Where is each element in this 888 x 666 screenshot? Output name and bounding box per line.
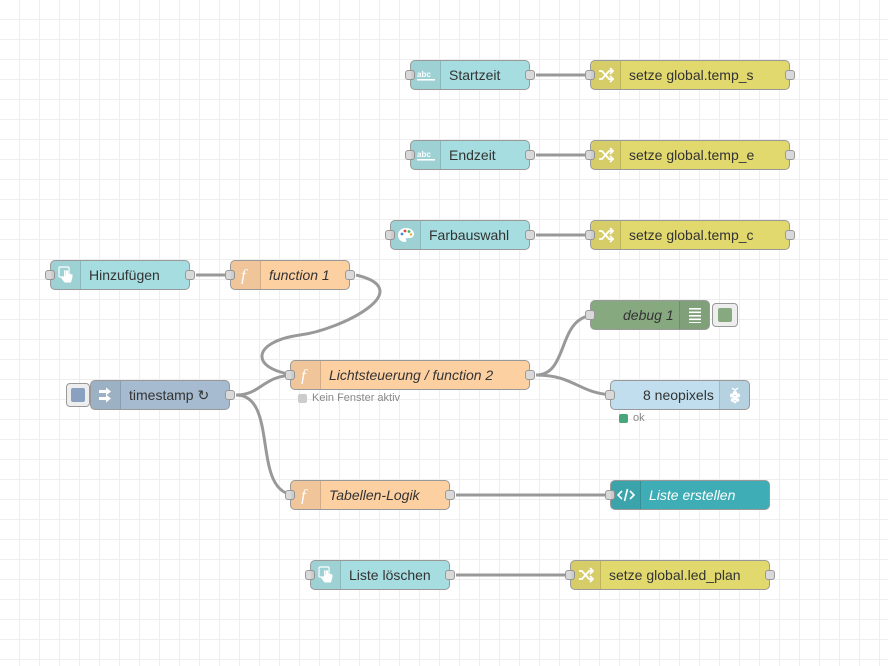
svg-text:abc: abc <box>417 70 431 79</box>
output-port[interactable] <box>765 570 775 580</box>
palette-icon <box>391 221 421 249</box>
abc-text-icon: abc <box>411 61 441 89</box>
raspberry-icon <box>719 381 749 409</box>
output-port[interactable] <box>525 70 535 80</box>
list-icon <box>679 301 709 329</box>
wire-function1-to-lichtsteuerung[interactable] <box>260 273 382 377</box>
output-port[interactable] <box>185 270 195 280</box>
output-port[interactable] <box>445 490 455 500</box>
arrow-right-icon <box>91 381 121 409</box>
node-label: setze global.temp_s <box>629 67 754 83</box>
function-icon: f <box>291 481 321 509</box>
input-port[interactable] <box>305 570 315 580</box>
node-lichtsteuerung[interactable]: f Lichtsteuerung / function 2 <box>285 360 535 390</box>
output-port[interactable] <box>525 150 535 160</box>
hand-pointer-icon <box>51 261 81 289</box>
input-port[interactable] <box>45 270 55 280</box>
output-port[interactable] <box>525 370 535 380</box>
inject-button[interactable] <box>66 383 90 407</box>
node-setze-led-plan[interactable]: setze global.led_plan <box>565 560 775 590</box>
output-port[interactable] <box>525 230 535 240</box>
node-tabellen-logik[interactable]: f Tabellen-Logik <box>285 480 455 510</box>
node-label: Liste löschen <box>349 567 431 583</box>
code-icon <box>611 481 641 509</box>
node-label: Lichtsteuerung / function 2 <box>329 367 494 383</box>
shuffle-icon <box>591 61 621 89</box>
node-setze-temp-e[interactable]: setze global.temp_e <box>585 140 795 170</box>
debug-toggle-button[interactable] <box>712 303 738 327</box>
node-setze-temp-c[interactable]: setze global.temp_c <box>585 220 795 250</box>
input-port[interactable] <box>285 370 295 380</box>
wire-timestamp-to-tabellen[interactable] <box>235 393 297 497</box>
output-port[interactable] <box>785 230 795 240</box>
status-text: ok <box>633 412 645 424</box>
input-port[interactable] <box>385 230 395 240</box>
output-port[interactable] <box>785 70 795 80</box>
node-status-lichtsteuerung: Kein Fenster aktiv <box>298 392 400 404</box>
node-label: Hinzufügen <box>89 267 160 283</box>
output-port[interactable] <box>785 150 795 160</box>
status-dot <box>298 393 307 403</box>
node-debug1[interactable]: debug 1 <box>585 300 710 330</box>
output-port[interactable] <box>345 270 355 280</box>
node-startzeit[interactable]: abc Startzeit <box>405 60 535 90</box>
node-label: Startzeit <box>449 67 501 83</box>
input-port[interactable] <box>225 270 235 280</box>
wire-lichtsteuerung-to-neopixels[interactable] <box>535 373 617 397</box>
node-farbauswahl[interactable]: Farbauswahl <box>385 220 535 250</box>
node-endzeit[interactable]: abc Endzeit <box>405 140 535 170</box>
node-liste-loeschen[interactable]: Liste löschen <box>305 560 455 590</box>
input-port[interactable] <box>585 70 595 80</box>
abc-text-icon: abc <box>411 141 441 169</box>
debug-toggle-indicator <box>718 308 732 322</box>
input-port[interactable] <box>605 390 615 400</box>
node-neopixels[interactable]: 8 neopixels <box>605 380 750 410</box>
output-port[interactable] <box>445 570 455 580</box>
node-label: 8 neopixels <box>643 387 714 403</box>
node-hinzufuegen[interactable]: Hinzufügen <box>45 260 195 290</box>
svg-text:f: f <box>301 366 308 384</box>
svg-text:f: f <box>301 486 308 504</box>
status-dot <box>619 413 628 423</box>
node-label: setze global.temp_c <box>629 227 754 243</box>
shuffle-icon <box>571 561 601 589</box>
node-function1[interactable]: f function 1 <box>225 260 355 290</box>
function-icon: f <box>231 261 261 289</box>
wire-lichtsteuerung-to-debug1[interactable] <box>535 313 597 377</box>
node-label: setze global.led_plan <box>609 567 741 583</box>
input-port[interactable] <box>405 70 415 80</box>
inject-button-indicator <box>71 388 85 402</box>
hand-pointer-icon <box>311 561 341 589</box>
input-port[interactable] <box>585 150 595 160</box>
node-setze-temp-s[interactable]: setze global.temp_s <box>585 60 795 90</box>
function-icon: f <box>291 361 321 389</box>
node-liste-erstellen[interactable]: Liste erstellen <box>605 480 770 510</box>
input-port[interactable] <box>285 490 295 500</box>
svg-text:f: f <box>241 266 248 284</box>
node-status-neopixels: ok <box>619 412 645 424</box>
input-port[interactable] <box>605 490 615 500</box>
shuffle-icon <box>591 141 621 169</box>
node-label: debug 1 <box>623 307 674 323</box>
input-port[interactable] <box>585 230 595 240</box>
shuffle-icon <box>591 221 621 249</box>
node-timestamp[interactable]: timestamp ↻ <box>90 380 235 410</box>
svg-text:abc: abc <box>417 150 431 159</box>
input-port[interactable] <box>565 570 575 580</box>
status-text: Kein Fenster aktiv <box>312 392 401 404</box>
node-label: Tabellen-Logik <box>329 487 420 503</box>
input-port[interactable] <box>405 150 415 160</box>
node-label: Farbauswahl <box>429 227 510 243</box>
node-label: Liste erstellen <box>649 487 736 503</box>
input-port[interactable] <box>585 310 595 320</box>
node-label: Endzeit <box>449 147 496 163</box>
node-label: function 1 <box>269 267 330 283</box>
node-label: setze global.temp_e <box>629 147 755 163</box>
node-label: timestamp ↻ <box>129 387 210 403</box>
output-port[interactable] <box>225 390 235 400</box>
